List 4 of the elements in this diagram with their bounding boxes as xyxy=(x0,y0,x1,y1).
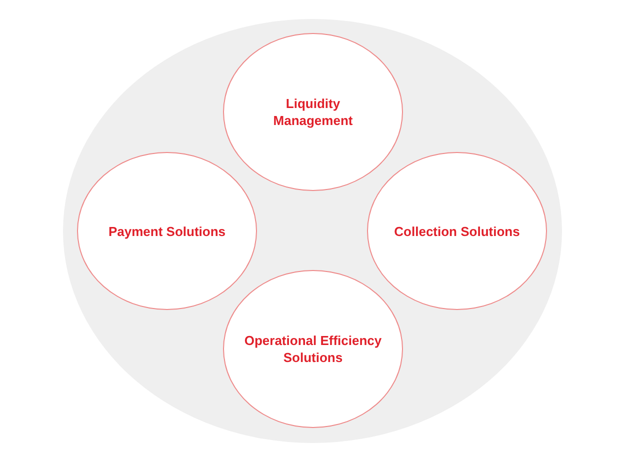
topic-label: Liquidity Management xyxy=(272,95,354,129)
topic-label: Collection Solutions xyxy=(394,222,520,240)
topic-label: Operational Efficiency Solutions xyxy=(243,332,383,366)
topic-label: Payment Solutions xyxy=(108,222,226,240)
